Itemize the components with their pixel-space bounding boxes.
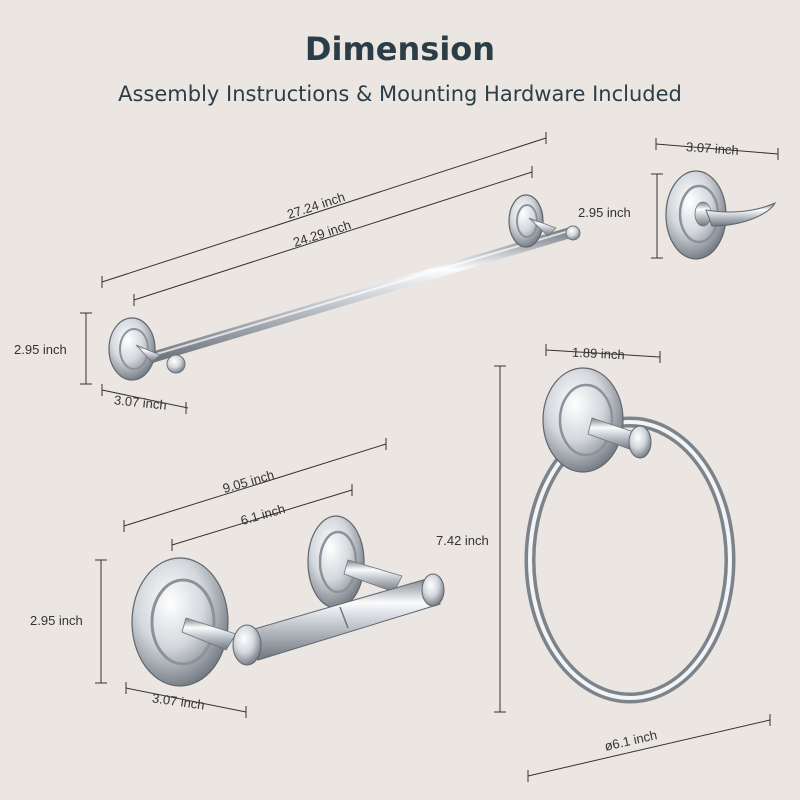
- paper-holder: [95, 438, 445, 718]
- towel-ring-height-label: 7.42 inch: [436, 533, 489, 548]
- robe-hook: [651, 138, 779, 260]
- towel-bar-dimension-lines: [80, 132, 547, 414]
- towel-ring-dimension-lines: [494, 344, 771, 782]
- towel-ring: [494, 344, 771, 782]
- robe-hook-base-height-label: 2.95 inch: [578, 205, 631, 220]
- towel-bar-right-base: [508, 194, 544, 248]
- towel-bar: [80, 132, 581, 414]
- towel-bar-base-height-label: 2.95 inch: [14, 342, 67, 357]
- paper-holder-base-height-label: 2.95 inch: [30, 613, 83, 628]
- towel-ring-base-width-label: 1.89 inch: [571, 344, 626, 363]
- page-title: Dimension: [304, 30, 496, 68]
- towel-bar-rod: [144, 226, 578, 364]
- paper-holder-dimension-lines: [95, 438, 387, 718]
- robe-hook-arm: [705, 201, 777, 227]
- robe-hook-dimension-lines: [651, 138, 779, 259]
- page-subtitle: Assembly Instructions & Mounting Hardwar…: [118, 82, 682, 106]
